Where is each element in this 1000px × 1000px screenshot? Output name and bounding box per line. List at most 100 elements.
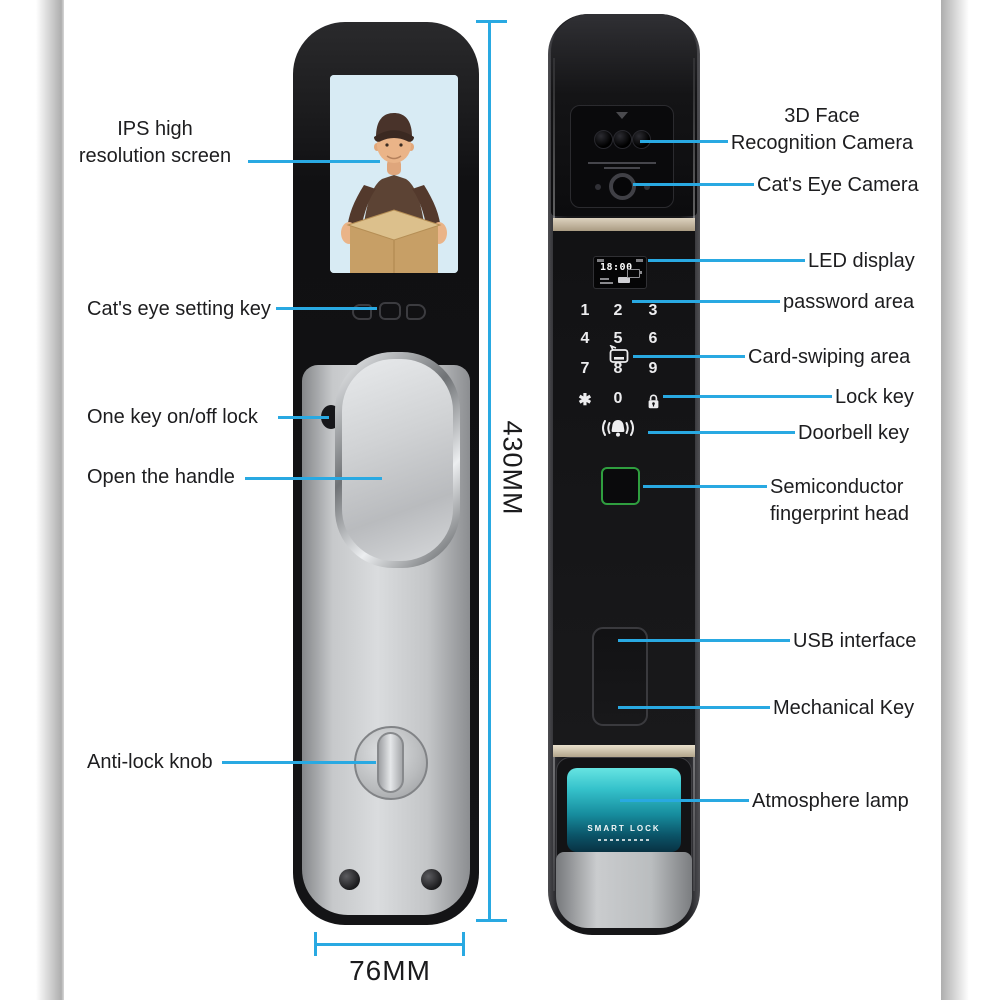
label-lock-key: Lock key <box>835 384 914 411</box>
label-line: resolution screen <box>78 145 232 167</box>
display-tick <box>636 259 643 262</box>
display-bar <box>600 282 613 284</box>
callout-line-password-area <box>632 300 780 303</box>
callout-line-cats-eye-setting-key <box>276 307 377 310</box>
brand-text: SMART LOCK <box>587 824 661 833</box>
cats-eye-setting-key-button <box>379 302 401 320</box>
keypad-key-0: 0 <box>613 390 623 407</box>
label-atmosphere-lamp: Atmosphere lamp <box>752 788 909 815</box>
label-line: IPS high <box>117 118 193 140</box>
display-time: 18:00 <box>600 262 633 273</box>
label-line: Cat's eye setting key <box>87 298 271 320</box>
triangle-marker <box>616 112 628 119</box>
height-dimension-label: 430MM <box>497 420 528 516</box>
callout-line-anti-lock-knob <box>222 761 376 764</box>
led-display: 18:00 <box>593 256 647 289</box>
label-line: LED display <box>808 250 915 272</box>
keypad-key-5: 5 <box>613 330 623 347</box>
lock-key-icon <box>648 394 659 409</box>
keypad-key-1: 1 <box>580 302 590 319</box>
screen-key-right <box>406 304 426 320</box>
keypad-key-8: 8 <box>613 360 623 377</box>
fingerprint-reader <box>601 467 640 505</box>
door-handle <box>335 352 460 568</box>
label-open-handle: Open the handle <box>87 464 235 491</box>
brand-dashes <box>598 839 650 841</box>
keypad-key-4: 4 <box>580 330 590 347</box>
delivery-person-image <box>330 75 458 273</box>
label-cats-eye-camera: Cat's Eye Camera <box>757 172 919 199</box>
usb-mechanical-key-cover <box>592 627 648 726</box>
label-line: fingerprint head <box>770 503 909 525</box>
label-line: Lock key <box>835 386 914 408</box>
callout-line-lock-key <box>663 395 832 398</box>
screw <box>421 869 442 890</box>
width-dimension-tick-left <box>314 932 317 956</box>
camera-module <box>570 105 674 208</box>
label-cats-eye-setting-key: Cat's eye setting key <box>87 296 271 323</box>
callout-line-led-display <box>648 259 805 262</box>
atmosphere-lamp: SMART LOCK <box>567 768 681 852</box>
callout-line-ips-screen <box>248 160 380 163</box>
outdoor-lock-body: 18:00 1 2 3 4 5 6 7 8 9 ✱ 0 <box>548 14 700 935</box>
height-dimension-line <box>488 22 491 922</box>
label-fingerprint-head: Semiconductor fingerprint head <box>770 474 909 528</box>
width-dimension-tick-right <box>462 932 465 956</box>
ir-sensor-dot <box>644 184 650 190</box>
keypad-key-2: 2 <box>613 302 623 319</box>
label-line: Atmosphere lamp <box>752 790 909 812</box>
callout-line-cats-eye-camera <box>633 183 754 186</box>
label-anti-lock-knob: Anti-lock knob <box>87 749 213 776</box>
label-line: Cat's Eye Camera <box>757 174 919 196</box>
ir-sensor-dot <box>595 184 601 190</box>
label-ips-screen: IPS high resolution screen <box>60 116 250 170</box>
width-dimension-label: 76MM <box>349 955 431 986</box>
label-line: Open the handle <box>87 466 235 488</box>
label-led-display: LED display <box>808 248 915 275</box>
anti-lock-knob-cap <box>377 732 404 793</box>
champagne-trim <box>553 745 695 757</box>
callout-line-card-swiping-area <box>633 355 745 358</box>
keypad-key-7: 7 <box>580 360 590 377</box>
label-line: Recognition Camera <box>730 132 914 154</box>
label-one-key-lock: One key on/off lock <box>87 404 258 431</box>
label-line: Doorbell key <box>798 422 910 444</box>
cats-eye-camera-lens <box>609 173 636 200</box>
callout-line-face-camera <box>640 140 728 143</box>
champagne-trim <box>553 218 695 231</box>
face-camera-lens <box>594 130 613 149</box>
face-camera-lens <box>632 130 651 149</box>
doorbell-icon <box>602 420 634 437</box>
label-password-area: password area <box>783 289 914 316</box>
door-handle-face <box>342 359 453 561</box>
label-face-camera: 3D Face Recognition Camera <box>726 103 918 157</box>
label-usb-interface: USB interface <box>793 628 916 655</box>
indoor-lock-body <box>293 22 479 925</box>
keypad-key-3: 3 <box>648 302 658 319</box>
callout-line-fingerprint-head <box>643 485 767 488</box>
label-line: 3D Face <box>784 105 860 127</box>
face-camera-lens <box>613 130 632 149</box>
label-line: password area <box>783 291 915 313</box>
callout-line-open-handle <box>245 477 382 480</box>
label-mechanical-key: Mechanical Key <box>773 695 914 722</box>
callout-line-one-key-lock <box>278 416 329 419</box>
battery-icon <box>627 269 642 278</box>
label-card-swiping-area: Card-swiping area <box>748 344 910 371</box>
keypad-key-9: 9 <box>648 360 658 377</box>
label-line: Anti-lock knob <box>87 751 213 773</box>
display-bar <box>618 277 630 283</box>
ips-screen <box>330 75 458 273</box>
label-line: Card-swiping area <box>748 346 911 368</box>
camera-fine-print <box>588 162 656 164</box>
card-swipe-icon <box>609 345 629 363</box>
width-dimension-line <box>315 943 465 946</box>
display-bar <box>600 278 609 280</box>
label-doorbell-key: Doorbell key <box>798 420 909 447</box>
outdoor-bottom-plate <box>556 852 692 928</box>
keypad-key-6: 6 <box>648 330 658 347</box>
page-edge-shade-left <box>36 0 64 1000</box>
callout-line-mechanical-key <box>618 706 770 709</box>
callout-line-doorbell-key <box>648 431 795 434</box>
